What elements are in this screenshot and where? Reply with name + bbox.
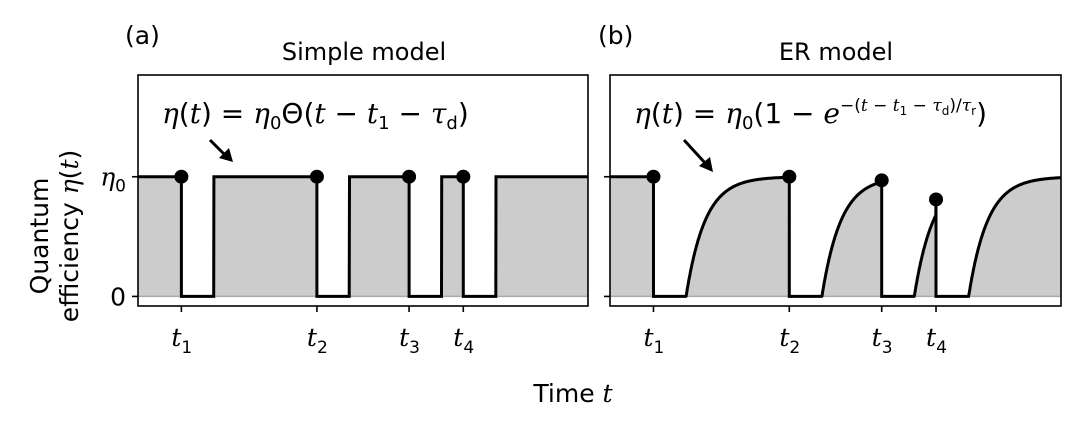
- panel-b-title: ER model: [779, 38, 893, 66]
- x-tick-label-t4: t4: [453, 323, 474, 358]
- x-tick-label-t1: t1: [171, 323, 192, 358]
- detection-point-t4: [929, 192, 944, 207]
- x-tick-label-t2: t2: [307, 323, 328, 358]
- detection-point-t2: [309, 169, 324, 184]
- x-axis-label: Time t: [532, 379, 613, 408]
- panel-b-arrow: [682, 138, 713, 172]
- detection-point-t4: [456, 169, 471, 184]
- x-tick-label-t1: t1: [643, 323, 664, 358]
- plot-frame: [137, 74, 589, 307]
- efficiency-curve: [610, 175, 1061, 298]
- detection-point-t1: [174, 169, 189, 184]
- x-tick-label-t4: t4: [926, 323, 947, 358]
- y-tick-label-0: 0: [110, 282, 126, 311]
- plot-frame: [609, 74, 1062, 307]
- panel-a-plot: t1 t2 t3 t4 0 η0: [100, 74, 589, 358]
- y-axis-label-group: Quantum efficiency η(t): [25, 150, 84, 323]
- panel-b-formula: η(t) = η0(1 − e−(t − t1 − τd)/τr): [634, 96, 987, 134]
- detection-point-t3: [402, 169, 417, 184]
- panel-b-label: (b): [598, 21, 633, 50]
- efficiency-fill: [138, 176, 588, 297]
- y-tick-label-η0: η0: [100, 163, 126, 197]
- x-tick-label-t2: t2: [779, 323, 800, 358]
- panel-b-plot: t1 t2 t3 t4: [604, 74, 1062, 358]
- x-tick-label-t3: t3: [399, 323, 420, 358]
- detection-point-t2: [782, 169, 797, 184]
- detection-point-t1: [646, 169, 661, 184]
- detection-point-t3: [874, 173, 889, 188]
- panel-a-arrow: [208, 138, 233, 162]
- panel-a-label: (a): [125, 21, 160, 50]
- panel-a-formula: η(t) = η0Θ(t − t1 − τd): [162, 97, 469, 134]
- efficiency-curve: [138, 175, 588, 298]
- panel-b-er-model: (b) ER model t1 t2 t3 t4 η(t) = η0(1 − e−(t…: [598, 21, 1062, 358]
- y-axis-label-line1: Quantum: [25, 178, 54, 295]
- panel-a-simple-model: (a) Simple model t1 t2 t3 t4 0 η0 η(t) = η0Θ(…: [100, 21, 589, 358]
- panel-a-title: Simple model: [282, 38, 446, 66]
- x-tick-label-t3: t3: [872, 323, 893, 358]
- y-axis-label-line2: efficiency η(t): [55, 150, 84, 323]
